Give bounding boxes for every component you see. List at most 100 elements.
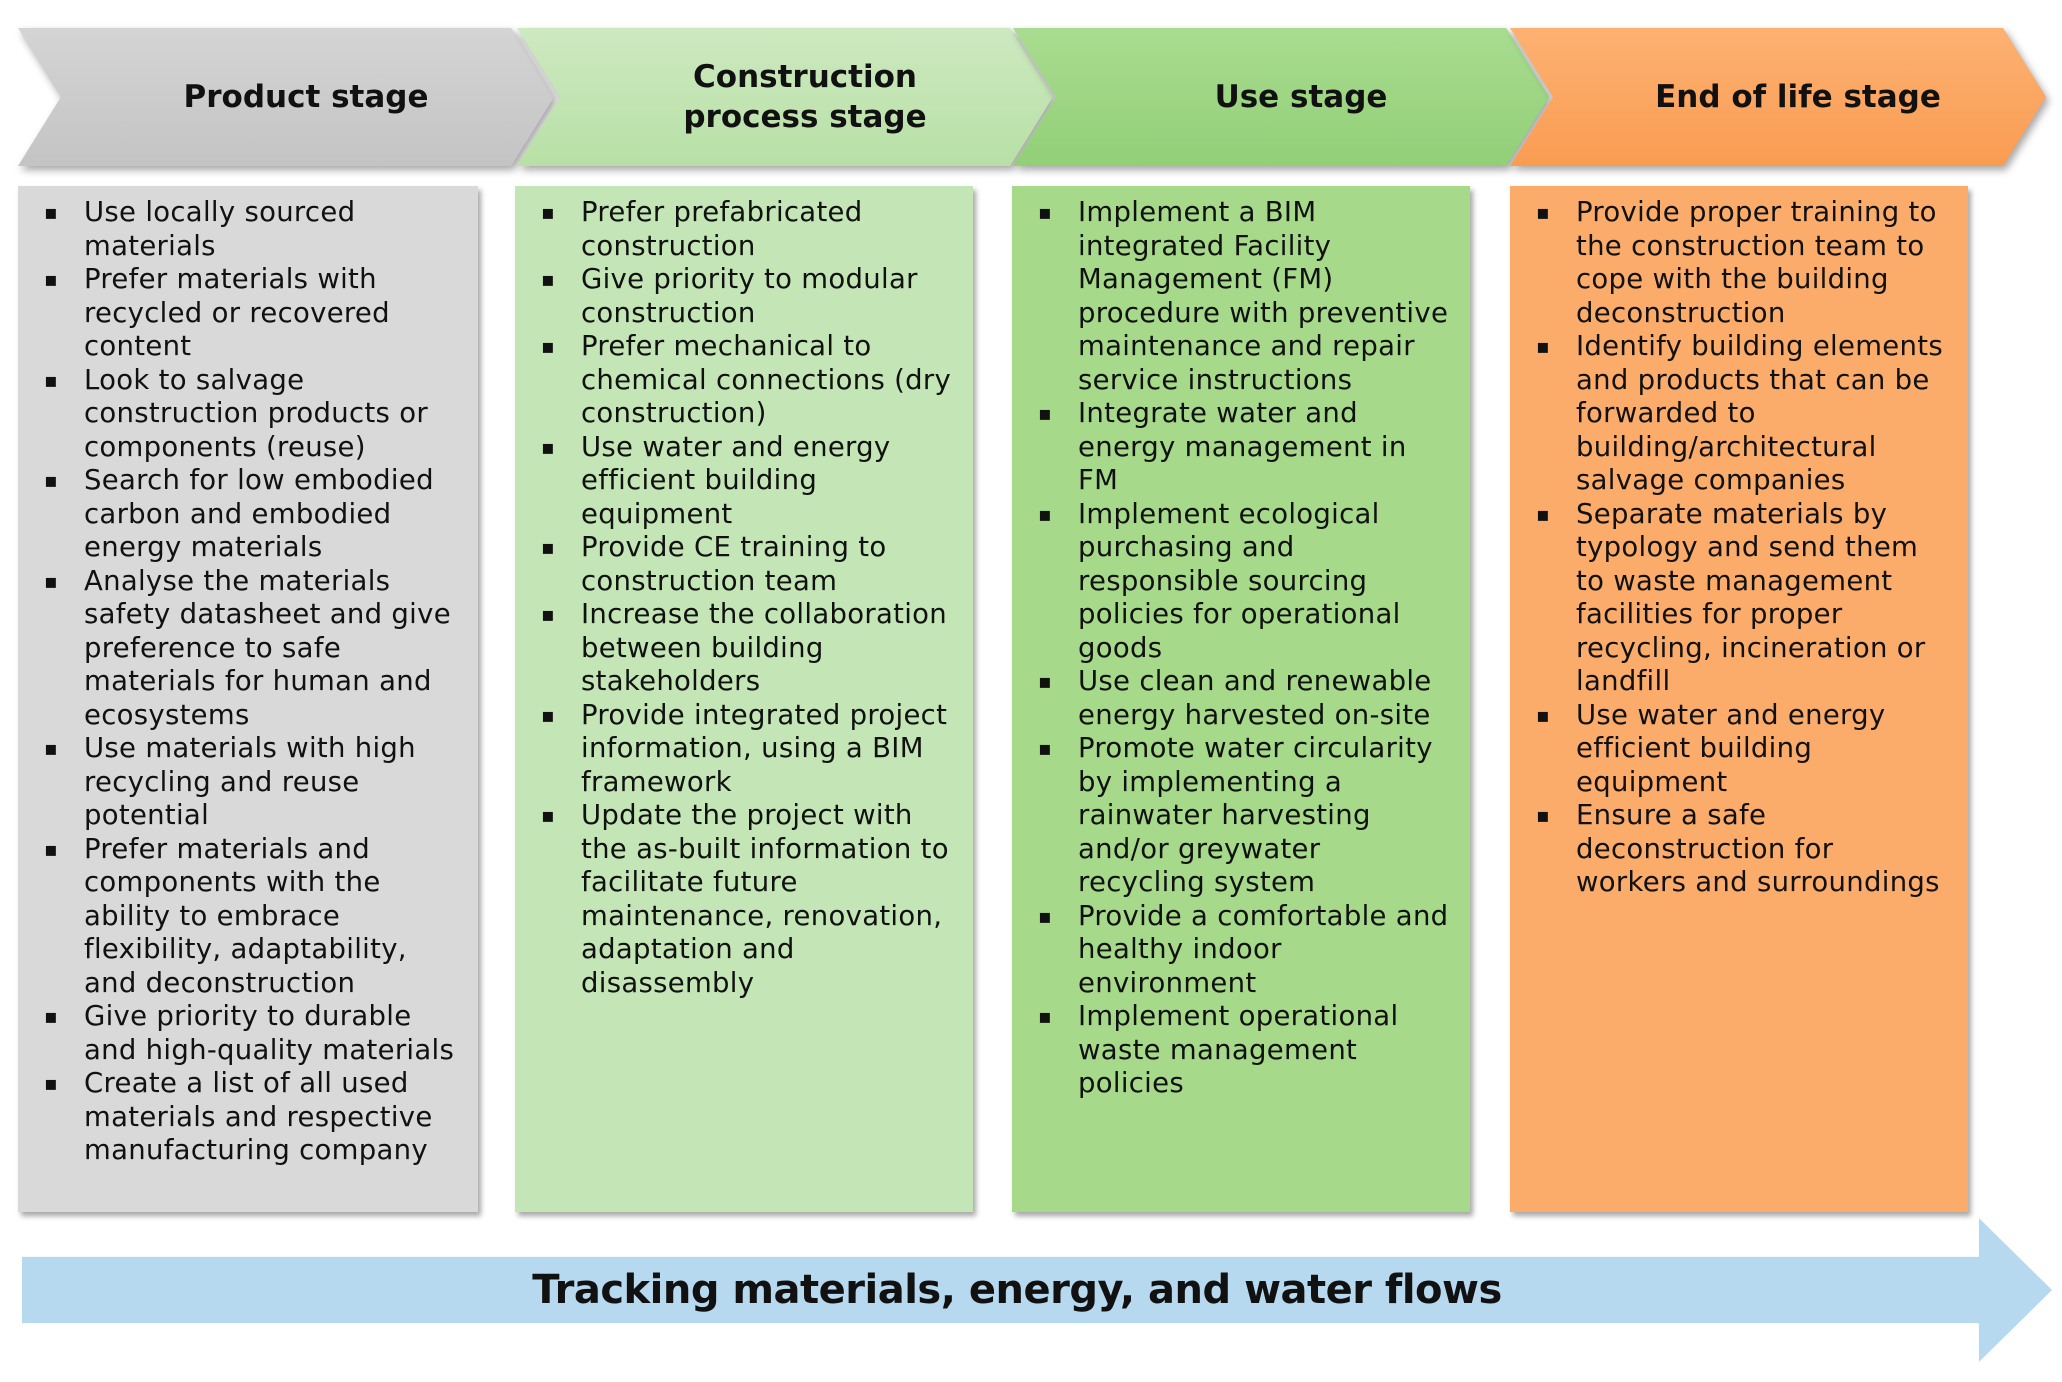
list-item: ▪ Identify building elements and products…	[1532, 330, 1952, 498]
bullet-icon: ▪	[541, 334, 555, 358]
list-item-text: Provide CE training to construction team	[581, 531, 887, 597]
list-item-text: Implement a BIM integrated Facility Mana…	[1078, 196, 1449, 396]
list-item: ▪ Give priority to durable and high-quali…	[40, 1000, 462, 1067]
stage-list: ▪ Prefer prefabricated construction ▪ Give …	[537, 196, 957, 1000]
list-item: ▪ Implement a BIM integrated Facility Man…	[1034, 196, 1454, 397]
stage-column-product: ▪Use locally sourced materials▪Prefer ma…	[18, 186, 478, 1212]
list-item-text: Implement operational waste management p…	[1078, 1000, 1399, 1099]
bullet-icon: ▪	[1038, 401, 1052, 425]
bullet-icon: ▪	[44, 367, 58, 392]
list-item-text: Use clean and renewable energy harvested…	[1078, 665, 1432, 731]
bullet-icon: ▪	[44, 267, 58, 291]
list-item-text: Integrate water and energy management in…	[1078, 397, 1407, 496]
stage-column-end-of-life: ▪ Provide proper training to the construc…	[1510, 186, 1968, 1212]
list-item-text: Implement ecological purchasing and resp…	[1078, 497, 1401, 664]
list-item-text: Ensure a safe deconstruction for workers…	[1576, 799, 1940, 898]
list-item-text: Prefer mechanical to chemical connection…	[581, 330, 952, 429]
bullet-icon: ▪	[541, 702, 555, 727]
list-item: ▪ Prefer mechanical to chemical connectio…	[537, 330, 957, 431]
list-item-text: Increase the collaboration between build…	[581, 598, 947, 697]
list-item: ▪ Analyse the materials safety datasheet …	[40, 565, 462, 733]
list-item: ▪ Prefer prefabricated construction	[537, 196, 957, 263]
list-item: ▪ Implement operational waste management …	[1034, 1000, 1454, 1101]
bullet-icon: ▪	[1536, 501, 1550, 526]
list-item: ▪ Implement ecological purchasing and res…	[1034, 498, 1454, 666]
list-item-text: Provide integrated project information, …	[581, 698, 948, 798]
list-item: ▪Use locally sourced materials	[40, 196, 462, 263]
bullet-icon: ▪	[541, 535, 555, 559]
bullet-icon: ▪	[541, 434, 555, 459]
list-item-text: Analyse the materials safety datasheet a…	[84, 564, 451, 731]
list-item: ▪ Prefer materials with recycled or recov…	[40, 263, 462, 364]
list-item: ▪ Provide a comfortable and healthy indoo…	[1034, 900, 1454, 1001]
list-item-text: Prefer materials with recycled or recove…	[84, 263, 390, 362]
list-item: ▪ Promote water circularity by implementi…	[1034, 732, 1454, 900]
bullet-icon: ▪	[44, 836, 58, 861]
list-item-text: Prefer materials and components with the…	[84, 832, 407, 999]
stage-title: End of life stage	[1655, 79, 1941, 115]
list-item-text: Use water and energy efficient building …	[581, 430, 891, 530]
stage-title: Use stage	[1214, 79, 1388, 115]
chevron-shape	[18, 28, 554, 166]
list-item: ▪ Ensure a safe deconstruction for worker…	[1532, 799, 1952, 900]
chevron-shape	[1510, 28, 2046, 166]
stage-list: ▪ Implement a BIM integrated Facility Man…	[1034, 196, 1454, 1101]
bullet-icon: ▪	[1536, 803, 1550, 827]
list-item-text: Identify building elements and products …	[1576, 330, 1943, 496]
bullet-icon: ▪	[44, 1071, 58, 1095]
list-item-text: Use materials with high recycling and re…	[84, 732, 416, 831]
bullet-icon: ▪	[44, 468, 58, 492]
bullet-icon: ▪	[1038, 1004, 1052, 1028]
list-item: ▪ Give priority to modular construction	[537, 263, 957, 330]
list-item-text: Promote water circularity by implementin…	[1078, 732, 1433, 898]
list-item-text: Search for low embodied carbon and embod…	[84, 464, 434, 563]
stage-header-end-of-life: End of life stage	[1510, 28, 2046, 166]
list-item-text: Look to salvage construction products or…	[84, 363, 428, 463]
list-item: ▪ Separate materials by typology and send…	[1532, 498, 1952, 699]
list-item: ▪Use water and energy efficient building…	[1532, 699, 1952, 800]
bullet-icon: ▪	[1038, 501, 1052, 526]
list-item: ▪Increase the collaboration between buil…	[537, 598, 957, 699]
stage-list: ▪Use locally sourced materials▪Prefer ma…	[40, 196, 462, 1168]
chevron-shape	[1013, 28, 1549, 166]
stage-column-construction: ▪ Prefer prefabricated construction ▪ Give …	[515, 186, 973, 1212]
chevron-shape	[517, 28, 1053, 166]
list-item-text: Separate materials by typology and send …	[1576, 497, 1926, 698]
bullet-icon: ▪	[1536, 702, 1550, 727]
bullet-icon: ▪	[541, 267, 555, 291]
list-item-text: Give priority to durable and high-qualit…	[84, 1000, 455, 1066]
list-item-text: Prefer prefabricated construction	[581, 196, 863, 262]
stage-title: Construction process stage	[683, 59, 927, 135]
bullet-icon: ▪	[44, 568, 58, 593]
list-item-text: Provide a comfortable and healthy indoor…	[1078, 899, 1449, 999]
list-item-text: Give priority to modular construction	[581, 263, 918, 329]
list-item-text: Create a list of all used materials and …	[84, 1067, 433, 1166]
bullet-icon: ▪	[44, 200, 58, 224]
bullet-icon: ▪	[541, 803, 555, 827]
bullet-icon: ▪	[541, 200, 555, 224]
list-item: ▪Update the project with the as-built in…	[537, 799, 957, 1000]
bullet-icon: ▪	[1536, 334, 1550, 358]
flow-arrow: Tracking materials, energy, and water fl…	[22, 1218, 2052, 1362]
stage-header-use: Use stage	[1013, 28, 1549, 166]
bullet-icon: ▪	[1038, 200, 1052, 224]
list-item: ▪Use materials with high recycling and r…	[40, 732, 462, 833]
bullet-icon: ▪	[44, 1004, 58, 1028]
stage-header-product: Product stage	[18, 28, 554, 166]
bullet-icon: ▪	[1038, 903, 1052, 928]
stage-header-construction: Construction process stage	[517, 28, 1053, 166]
list-item: ▪ Look to salvage construction products o…	[40, 364, 462, 465]
list-item: ▪ Integrate water and energy management i…	[1034, 397, 1454, 498]
bullet-icon: ▪	[1536, 200, 1550, 224]
stage-title: Product stage	[183, 79, 429, 115]
list-item: ▪ Use clean and renewable energy harveste…	[1034, 665, 1454, 732]
flow-label: Tracking materials, energy, and water fl…	[532, 1267, 1502, 1313]
list-item: ▪ Create a list of all used materials and…	[40, 1067, 462, 1168]
list-item: ▪ Provide integrated project information,…	[537, 699, 957, 800]
list-item-text: Provide proper training to the construct…	[1576, 196, 1937, 329]
bullet-icon: ▪	[1038, 736, 1052, 760]
list-item: ▪ Use water and energy efficient building…	[537, 431, 957, 532]
bullet-icon: ▪	[1038, 669, 1052, 693]
list-item: ▪ Search for low embodied carbon and embo…	[40, 464, 462, 565]
list-item: ▪ Prefer materials and components with th…	[40, 833, 462, 1001]
